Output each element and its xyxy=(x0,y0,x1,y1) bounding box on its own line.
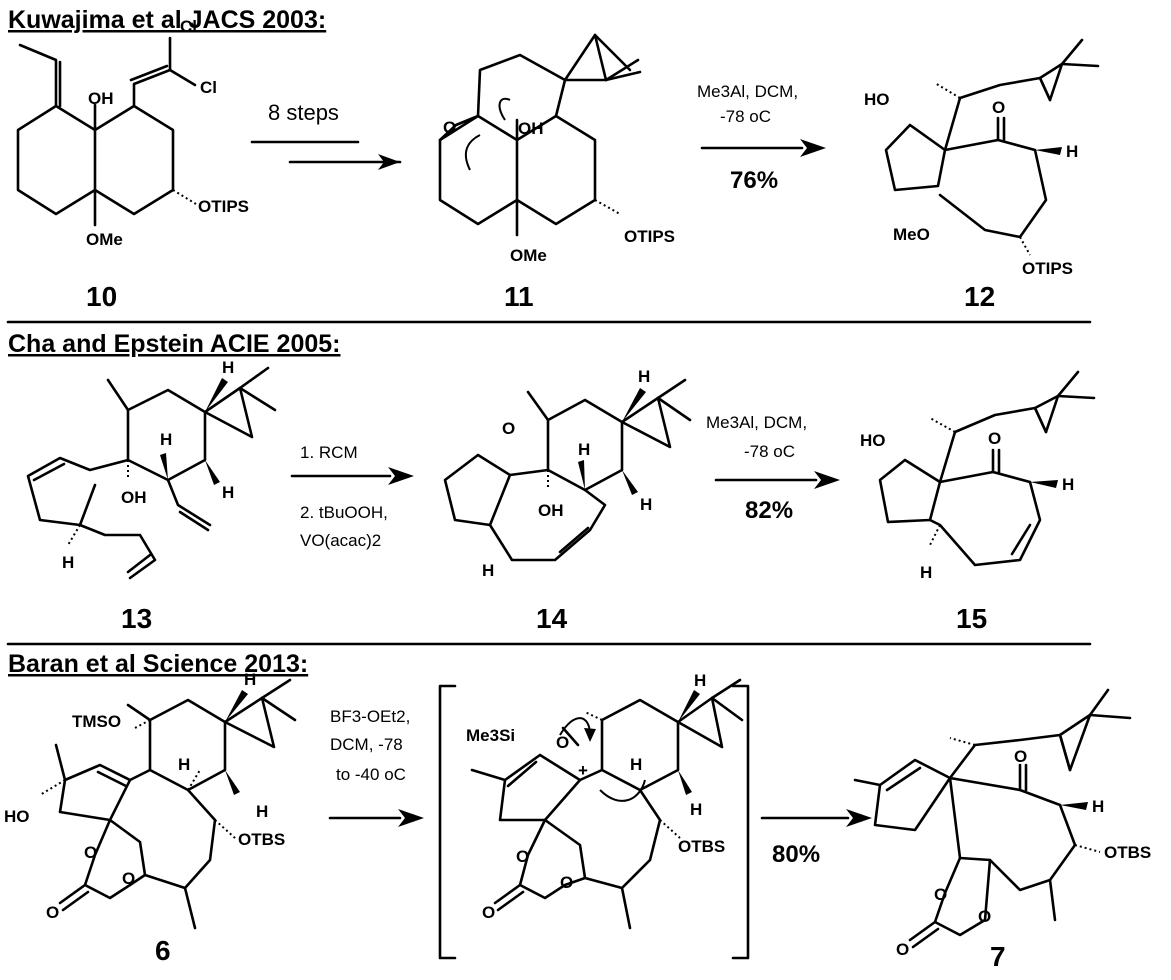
c10-label-ome: OMe xyxy=(86,230,123,249)
c12-label-h: H xyxy=(1066,142,1078,161)
compound-14-label: 14 xyxy=(536,603,568,634)
compound-13-label: 13 xyxy=(121,603,152,634)
compound-11-structure xyxy=(438,33,642,237)
cationic-intermediate-structure xyxy=(438,678,750,960)
compound-15-structure xyxy=(878,370,1096,567)
int-label-h2: H xyxy=(630,755,642,774)
step-5-condition-2: DCM, -78 xyxy=(330,735,403,754)
compound-12-structure xyxy=(884,38,1100,256)
c6-label-tmso: TMSO xyxy=(72,712,121,731)
compound-11-label: 11 xyxy=(504,281,534,312)
step-3-condition-1: 1. RCM xyxy=(300,443,358,462)
reaction-arrow-4 xyxy=(714,471,840,489)
int-label-plus: + xyxy=(578,761,588,780)
reaction-arrow-3 xyxy=(290,467,414,485)
step-2-condition-2: -78 oC xyxy=(720,107,771,126)
c11-label-ome: OMe xyxy=(510,246,547,265)
compound-14-structure xyxy=(443,378,692,562)
c14-label-h3: H xyxy=(640,495,652,514)
compound-7-structure xyxy=(853,688,1132,949)
compound-6-structure xyxy=(39,678,297,930)
c10-label-cl2: Cl xyxy=(200,78,217,97)
section-1-title: Kuwajima et al JACS 2003: xyxy=(8,6,326,34)
c11-label-otips: OTIPS xyxy=(624,227,675,246)
c14-label-h2: H xyxy=(578,440,590,459)
c7-label-o3: O xyxy=(896,940,909,959)
reaction-arrow-2 xyxy=(700,139,826,157)
step-6-yield: 80% xyxy=(772,841,820,868)
c6-label-h2: H xyxy=(178,755,190,774)
step-1-condition-1: 8 steps xyxy=(268,100,339,125)
c6-label-o3: O xyxy=(46,903,59,922)
step-4-condition-1: Me3Al, DCM, xyxy=(706,413,807,432)
step-3-condition-3: VO(acac)2 xyxy=(300,531,381,550)
c13-label-h2: H xyxy=(160,430,172,449)
c12-label-ho: HO xyxy=(864,90,890,109)
step-4-condition-2: -78 oC xyxy=(744,442,795,461)
c13-label-h4: H xyxy=(62,553,74,572)
compound-7-label: 7 xyxy=(990,941,1006,972)
c14-label-o: O xyxy=(502,419,515,438)
c12-label-meo: MeO xyxy=(893,225,930,244)
c15-label-o: O xyxy=(988,429,1001,448)
c7-label-h: H xyxy=(1092,797,1104,816)
reaction-arrow-1 xyxy=(250,140,402,170)
section-3-title: Baran et al Science 2013: xyxy=(8,650,308,678)
c7-label-otbs: OTBS xyxy=(1104,843,1151,862)
c10-label-oh: OH xyxy=(88,89,114,108)
int-label-me3si: Me3Si xyxy=(466,726,515,745)
compound-6-label: 6 xyxy=(155,935,171,966)
c10-label-otips: OTIPS xyxy=(198,197,249,216)
c7-label-o2: O xyxy=(978,907,991,926)
c6-label-h3: H xyxy=(256,802,268,821)
compound-10-structure xyxy=(16,36,197,227)
c10-label-cl1: Cl xyxy=(180,17,197,36)
int-label-o2: O xyxy=(560,873,573,892)
c6-label-o1: O xyxy=(84,843,97,862)
compound-13-structure xyxy=(26,366,277,580)
step-3-condition-2: 2. tBuOOH, xyxy=(300,503,388,522)
c11-label-oh: OH xyxy=(518,119,544,138)
int-label-o3: O xyxy=(482,903,495,922)
c14-label-h4: H xyxy=(482,561,494,580)
step-2-yield: 76% xyxy=(730,167,778,194)
c15-label-h2: H xyxy=(920,563,932,582)
int-label-h1: H xyxy=(694,671,706,690)
c7-label-o: O xyxy=(1014,747,1027,766)
c6-label-ho: HO xyxy=(4,807,30,826)
step-2-condition-1: Me3Al, DCM, xyxy=(697,82,798,101)
c12-label-o: O xyxy=(992,98,1005,117)
c6-label-o2: O xyxy=(122,869,135,888)
int-label-o: O xyxy=(556,733,569,752)
int-label-otbs: OTBS xyxy=(678,837,725,856)
compound-10-label: 10 xyxy=(86,281,117,312)
c11-label-o: O xyxy=(443,118,456,137)
c6-label-otbs: OTBS xyxy=(238,830,285,849)
step-4-yield: 82% xyxy=(745,497,793,524)
compound-12-label: 12 xyxy=(964,281,995,312)
c15-label-ho: HO xyxy=(860,431,886,450)
step-5-condition-3: to -40 oC xyxy=(336,765,406,784)
c14-label-h1: H xyxy=(638,367,650,386)
reaction-arrow-6 xyxy=(760,809,872,827)
section-2-title: Cha and Epstein ACIE 2005: xyxy=(8,330,341,358)
c7-label-o1: O xyxy=(934,885,947,904)
c12-label-otips: OTIPS xyxy=(1022,259,1073,278)
c13-label-h1: H xyxy=(222,358,234,377)
c13-label-oh: OH xyxy=(121,488,147,507)
reaction-arrow-5 xyxy=(328,809,424,827)
compound-15-label: 15 xyxy=(956,603,987,634)
c13-label-h3: H xyxy=(222,483,234,502)
int-label-o1: O xyxy=(516,847,529,866)
c14-label-oh: OH xyxy=(538,501,564,520)
step-5-condition-1: BF3-OEt2, xyxy=(330,707,410,726)
int-label-h3: H xyxy=(690,800,702,819)
c15-label-h1: H xyxy=(1062,475,1074,494)
c6-label-h1: H xyxy=(244,670,256,689)
